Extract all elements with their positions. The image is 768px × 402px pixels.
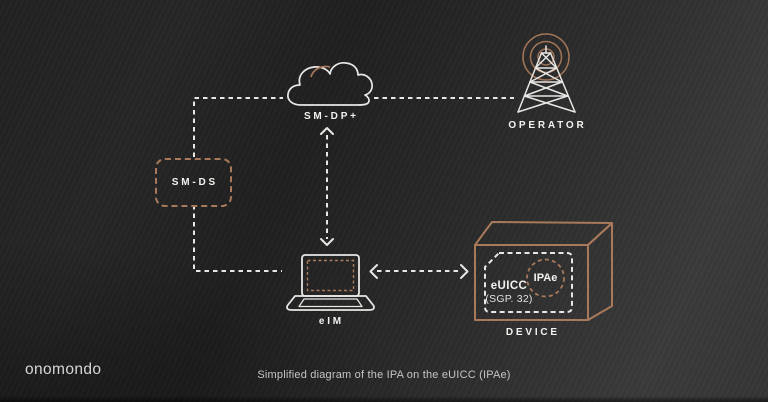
connector-eim-device-double-arrow xyxy=(369,264,469,279)
operator-label: OPERATOR xyxy=(508,120,587,131)
connector-smds-eim xyxy=(193,205,282,272)
device-label: DEVICE xyxy=(505,327,560,338)
ipae-label: IPAe xyxy=(533,272,558,284)
laptop-screen-inner xyxy=(306,259,355,292)
eim-label: eIM xyxy=(318,316,344,327)
connector-smds-smdp xyxy=(193,97,283,157)
sm-ds-label: SM-DS xyxy=(171,177,219,188)
euicc-spec-label: (SGP. 32) xyxy=(485,293,533,305)
cloud-accent-arc xyxy=(310,65,331,78)
onomondo-logo: onomondo xyxy=(25,361,102,378)
arrowhead-right-icon xyxy=(460,264,469,279)
sim-card-icon xyxy=(484,252,573,313)
box-3d-icon xyxy=(474,221,613,321)
arrowhead-down-icon xyxy=(320,238,334,246)
diagram-caption: Simplified diagram of the IPA on the eUI… xyxy=(257,369,511,381)
radio-tower-icon xyxy=(517,33,576,113)
connector-smdp-eim-double-arrow xyxy=(320,127,334,246)
ipae-circle-icon xyxy=(526,258,565,298)
cloud-icon xyxy=(287,62,373,106)
laptop-icon xyxy=(286,254,375,311)
arrowhead-up-icon xyxy=(320,127,334,135)
euicc-label: eUICC xyxy=(490,280,528,292)
arrowhead-left-icon xyxy=(369,264,378,279)
sm-dp-label: SM-DP+ xyxy=(303,111,359,122)
bottom-vignette xyxy=(0,396,768,402)
node-sm-ds: SM-DS xyxy=(155,158,232,207)
